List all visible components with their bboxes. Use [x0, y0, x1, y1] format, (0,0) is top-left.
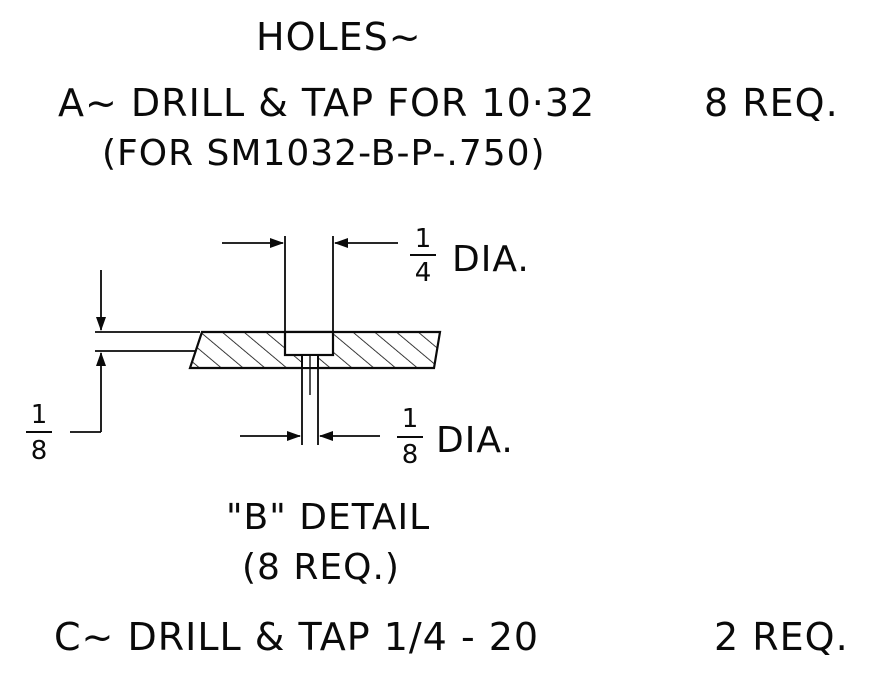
- hole-a-fastener-note: (FOR SM1032-B-P-.750): [102, 133, 546, 174]
- detail-name: "B" DETAIL: [226, 497, 431, 538]
- bottom-dim-label: DIA.: [436, 420, 514, 461]
- bottom-dim-denominator: 8: [401, 440, 419, 470]
- hole-a-callout: A~ DRILL & TAP FOR 10·32: [58, 81, 596, 125]
- thickness-numerator: 1: [30, 400, 48, 430]
- hole-c-quantity: 2 REQ.: [714, 615, 849, 659]
- counterbore: [283, 330, 335, 357]
- top-dim-denominator: 4: [414, 258, 432, 288]
- holes-title: HOLES~: [256, 15, 422, 59]
- top-dim-label: DIA.: [452, 239, 530, 280]
- bottom-dim-numerator: 1: [401, 404, 419, 434]
- detail-quantity: (8 REQ.): [242, 547, 400, 588]
- hole-a-quantity: 8 REQ.: [704, 81, 839, 125]
- hole-c-callout: C~ DRILL & TAP 1/4 - 20: [54, 615, 540, 659]
- top-dim-numerator: 1: [414, 224, 432, 254]
- thickness-denominator: 8: [30, 436, 48, 466]
